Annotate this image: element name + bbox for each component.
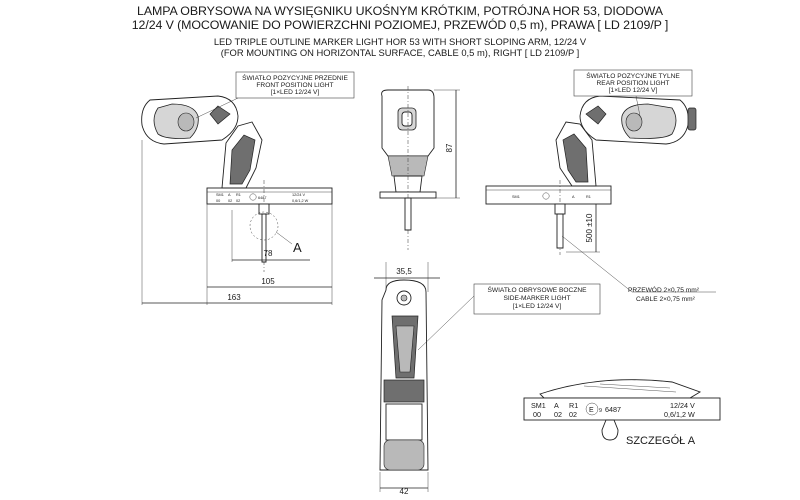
side-marker-label-spec: [1×LED 12/24 V] <box>513 303 562 310</box>
cable-label-en: CABLE 2×0,75 mm² <box>636 296 696 303</box>
title-polish-line-1: LAMPA OBRYSOWA NA WYSIĘGNIKU UKOŚNYM KRÓ… <box>137 4 663 18</box>
rear-light-label-box <box>573 69 693 97</box>
front-light-label-pl: ŚWIATŁO POZYCYJNE PRZEDNIE <box>242 73 348 82</box>
detail-power: 0,6/1,2 W <box>664 410 695 419</box>
left-plate-code-3: R1 <box>236 193 241 197</box>
detail-plate <box>523 397 721 421</box>
left-cable <box>261 213 267 263</box>
center-top-view: 35,5 42 <box>374 262 440 496</box>
rear-light-label-spec: [1×LED 12/24 V] <box>609 87 658 94</box>
right-plate-code-3: R1 <box>586 195 591 199</box>
detail-code-r1: R1 <box>569 401 578 410</box>
left-plate-code-2: A <box>228 193 231 197</box>
right-plate-code-2: A <box>572 195 575 199</box>
detail-caption: SZCZEGÓŁ A <box>626 434 696 447</box>
left-plate-power: 0,6/1,2 W <box>292 199 309 203</box>
left-plate-approval-number: 6487 <box>258 196 266 200</box>
dim-42: 42 <box>400 487 409 496</box>
side-marker-label: ŚWIATŁO OBRYSOWE BOCZNE SIDE-MARKER LIGH… <box>417 283 601 351</box>
detail-a-label: A <box>293 240 302 255</box>
dim-35-5: 35,5 <box>396 267 412 276</box>
dim-500: 500 ±10 <box>585 213 594 242</box>
detail-a-circle <box>249 211 279 241</box>
e-approval-icon <box>585 402 599 416</box>
left-view: SM1 A R1 00 02 02 6487 12/24 V 0,6/1,2 W… <box>141 71 355 305</box>
center-side-view: 87 <box>379 86 460 250</box>
title-polish-line-2: 12/24 V (MOCOWANIE DO POWIERZCHNI POZIOM… <box>131 18 669 32</box>
right-plate-approval-icon <box>542 192 550 200</box>
front-light-label-spec: [1×LED 12/24 V] <box>271 89 320 96</box>
rear-light-label-en: REAR POSITION LIGHT <box>597 80 670 87</box>
detail-num-02a: 02 <box>554 410 562 419</box>
dim-163: 163 <box>227 293 241 302</box>
left-plate-approval-icon <box>249 193 257 201</box>
dim-87: 87 <box>445 143 454 152</box>
detail-a-view: SM1 A R1 00 02 02 E 9 6487 12/24 V 0,6/1… <box>523 379 721 447</box>
dim-105: 105 <box>261 277 275 286</box>
right-view: SM1 A R1 ŚWIATŁO POZYCYJNE TYLNE REAR PO… <box>485 69 716 303</box>
dim-78: 78 <box>264 249 273 258</box>
left-base-plate <box>206 187 333 205</box>
detail-approval-number: 6487 <box>605 405 621 414</box>
detail-code-a: A <box>554 401 559 410</box>
detail-num-02b: 02 <box>569 410 577 419</box>
side-marker-label-pl: ŚWIATŁO OBRYSOWE BOCZNE <box>487 285 587 294</box>
left-plate-num-3: 02 <box>236 199 240 203</box>
left-reflector-icon <box>209 105 231 125</box>
rear-light-label-pl: ŚWIATŁO POZYCYJNE TYLNE <box>586 71 680 80</box>
side-marker-label-box <box>473 283 601 315</box>
title-english-line-2: (FOR MOUNTING ON HORIZONTAL SURFACE, CAB… <box>220 47 580 58</box>
detail-num-00: 00 <box>533 410 541 419</box>
side-marker-label-en: SIDE-MARKER LIGHT <box>503 295 570 302</box>
right-cable <box>556 213 564 249</box>
front-light-label-en: FRONT POSITION LIGHT <box>256 82 333 89</box>
front-light-label-box <box>235 71 355 99</box>
detail-approval-digit: 9 <box>599 408 602 414</box>
title-english-line-1: LED TRIPLE OUTLINE MARKER LIGHT HOR 53 W… <box>213 36 587 47</box>
center-cable <box>404 197 412 231</box>
top-view-plate <box>383 379 425 403</box>
left-plate-num-1: 00 <box>216 199 220 203</box>
left-plate-num-2: 02 <box>228 199 232 203</box>
left-plate-code-1: SM1 <box>216 193 224 197</box>
left-plate-voltage: 12/24 V <box>292 193 306 197</box>
right-reflector-icon <box>585 105 607 125</box>
right-plate-code-1: SM1 <box>512 195 520 199</box>
right-base-plate <box>485 185 612 205</box>
right-side-marker-lens <box>562 133 589 183</box>
detail-approval-e: E <box>589 407 594 414</box>
left-side-marker-lens <box>229 134 256 185</box>
cable-label-pl: PRZEWÓD 2×0,75 mm² <box>628 285 700 294</box>
detail-code-sm1: SM1 <box>531 401 546 410</box>
detail-voltage: 12/24 V <box>670 401 695 410</box>
